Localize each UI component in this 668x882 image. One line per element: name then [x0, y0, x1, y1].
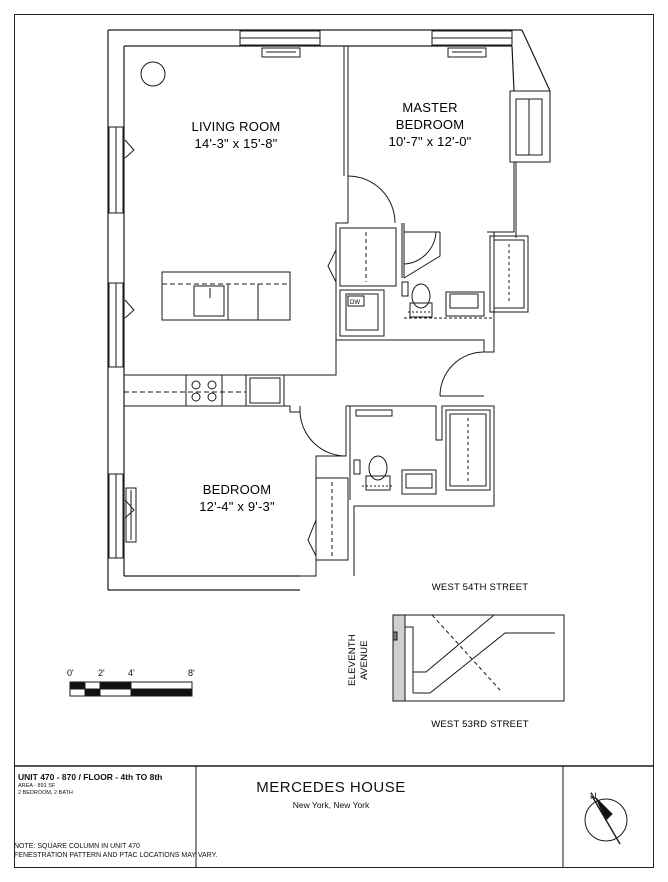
kitchen-island — [161, 271, 291, 321]
north-label: N — [590, 791, 597, 801]
door-bath2 — [439, 351, 485, 397]
bedroom-dims: 12'-4" x 9'-3" — [199, 499, 275, 514]
note: NOTE: SQUARE COLUMN IN UNIT 470 FENESTRA… — [14, 842, 344, 860]
master-bedroom-name-2: BEDROOM — [396, 117, 465, 132]
living-room-name: LIVING ROOM — [192, 119, 281, 134]
door-living-master — [347, 175, 396, 224]
bedroom-closet — [315, 477, 349, 561]
north-arrow-icon — [584, 795, 628, 845]
windows-left — [108, 126, 137, 559]
avenue-label-1: ELEVENTH — [347, 634, 358, 686]
master-window-bay — [487, 90, 551, 238]
bedroom-name: BEDROOM — [203, 482, 272, 497]
unit-info: UNIT 470 - 870 / FLOOR - 4th TO 8th — [18, 772, 163, 782]
door-closet-bedroom — [307, 519, 317, 557]
note-line-2: FENESTRATION PATTERN AND PTAC LOCATIONS … — [14, 852, 218, 859]
note-line-1: NOTE: SQUARE COLUMN IN UNIT 470 — [14, 843, 140, 850]
drawing-frame — [14, 14, 654, 868]
scale-label-4: 4' — [128, 668, 135, 678]
window-top-left — [239, 30, 321, 58]
exterior-walls — [107, 29, 551, 591]
bath2-fixtures — [353, 409, 491, 495]
scale-label-2: 2' — [98, 668, 105, 678]
room-labels: LIVING ROOM 14'-3" x 15'-8" MASTER BEDRO… — [192, 100, 472, 514]
master-bath-fixtures — [401, 235, 529, 319]
door-master-bath — [403, 231, 440, 265]
kitchen-counter — [124, 374, 285, 407]
master-bedroom-dims: 10'-7" x 12'-0" — [389, 134, 472, 149]
living-room-dims: 14'-3" x 15'-8" — [195, 136, 278, 151]
laundry-closet — [339, 289, 385, 337]
window-top-right — [431, 30, 513, 58]
building-title: MERCEDES HOUSE — [256, 779, 406, 796]
scale-bar — [69, 681, 193, 697]
door-bedroom — [299, 411, 347, 457]
unit-area: AREA - 891 SF — [18, 783, 56, 789]
street-labels: WEST 54TH STREET WEST 53RD STREET ELEVEN… — [347, 582, 529, 730]
master-bedroom-name-1: MASTER — [402, 100, 457, 115]
key-plan — [392, 614, 565, 702]
dw-label: DW — [350, 300, 360, 306]
avenue-label-2: AVENUE — [359, 640, 370, 680]
master-closet — [327, 227, 397, 287]
unit-rooms: 2 BEDROOM, 2 BATH — [18, 790, 73, 796]
scale-label-0: 0' — [67, 668, 74, 678]
building-location: New York, New York — [292, 800, 370, 810]
scale-label-8: 8' — [188, 668, 195, 678]
street-south: WEST 53RD STREET — [431, 719, 529, 730]
column-circle — [140, 61, 166, 87]
street-north: WEST 54TH STREET — [432, 582, 528, 593]
